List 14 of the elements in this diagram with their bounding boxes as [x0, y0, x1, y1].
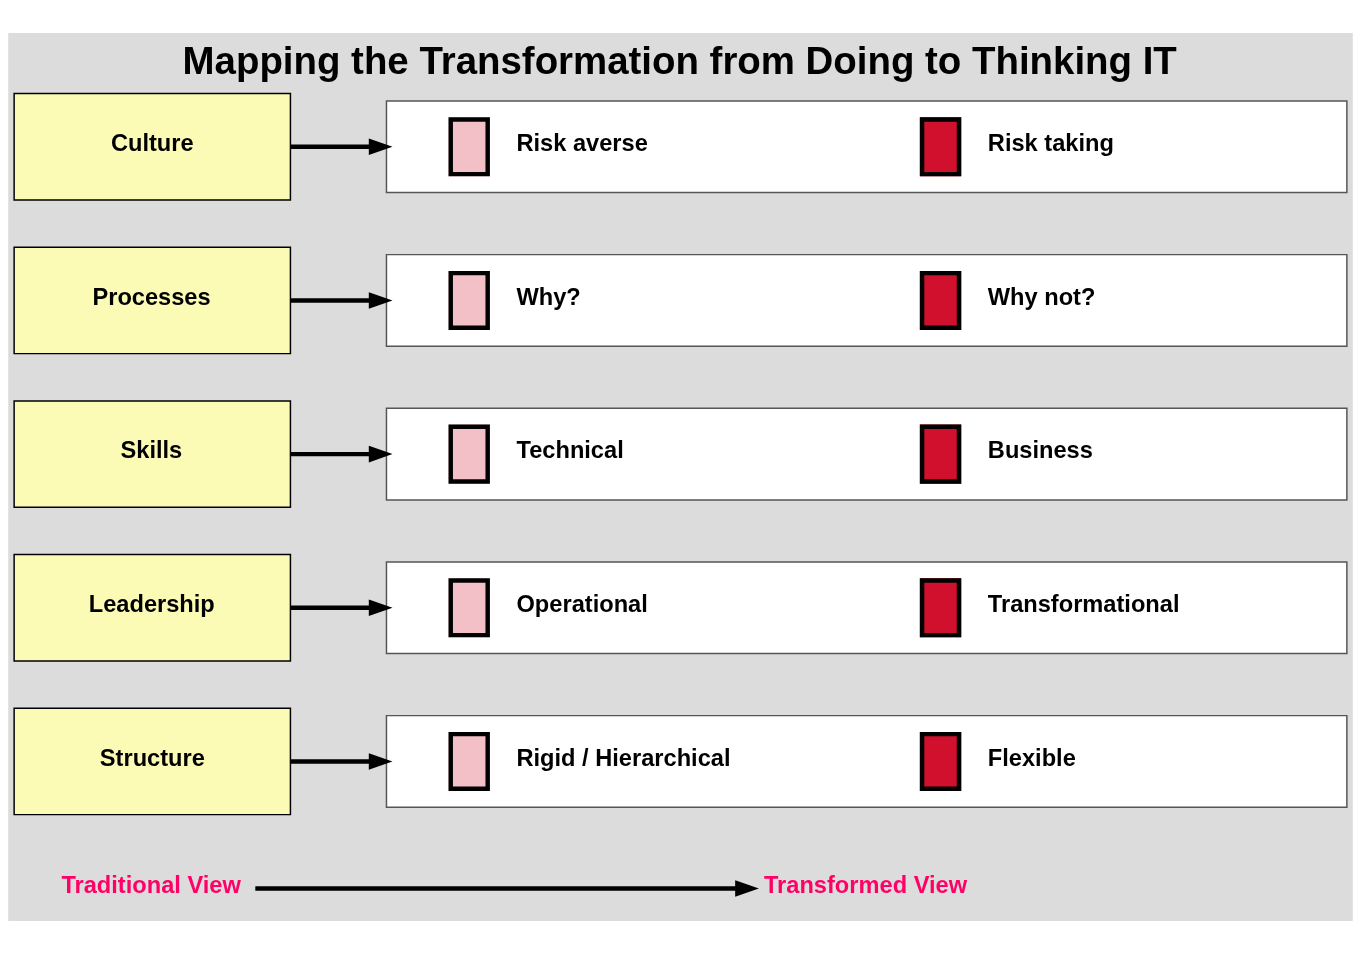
node-box: Leadership	[13, 553, 292, 662]
arrow	[290, 752, 393, 770]
arrow	[255, 879, 759, 897]
node-text: Traditional View	[61, 871, 241, 898]
arrow	[290, 598, 393, 616]
node-box: Structure	[13, 707, 292, 815]
node-text: Transformed View	[763, 871, 968, 898]
node-box: Processes	[13, 246, 292, 354]
node-box: Skills	[13, 399, 292, 508]
arrow	[290, 137, 393, 155]
diagram-title: Mapping the Transformation from Doing to Thinking IT	[182, 38, 1177, 82]
node-box: Culture	[13, 92, 292, 201]
arrow	[290, 445, 393, 462]
arrow	[290, 291, 393, 309]
